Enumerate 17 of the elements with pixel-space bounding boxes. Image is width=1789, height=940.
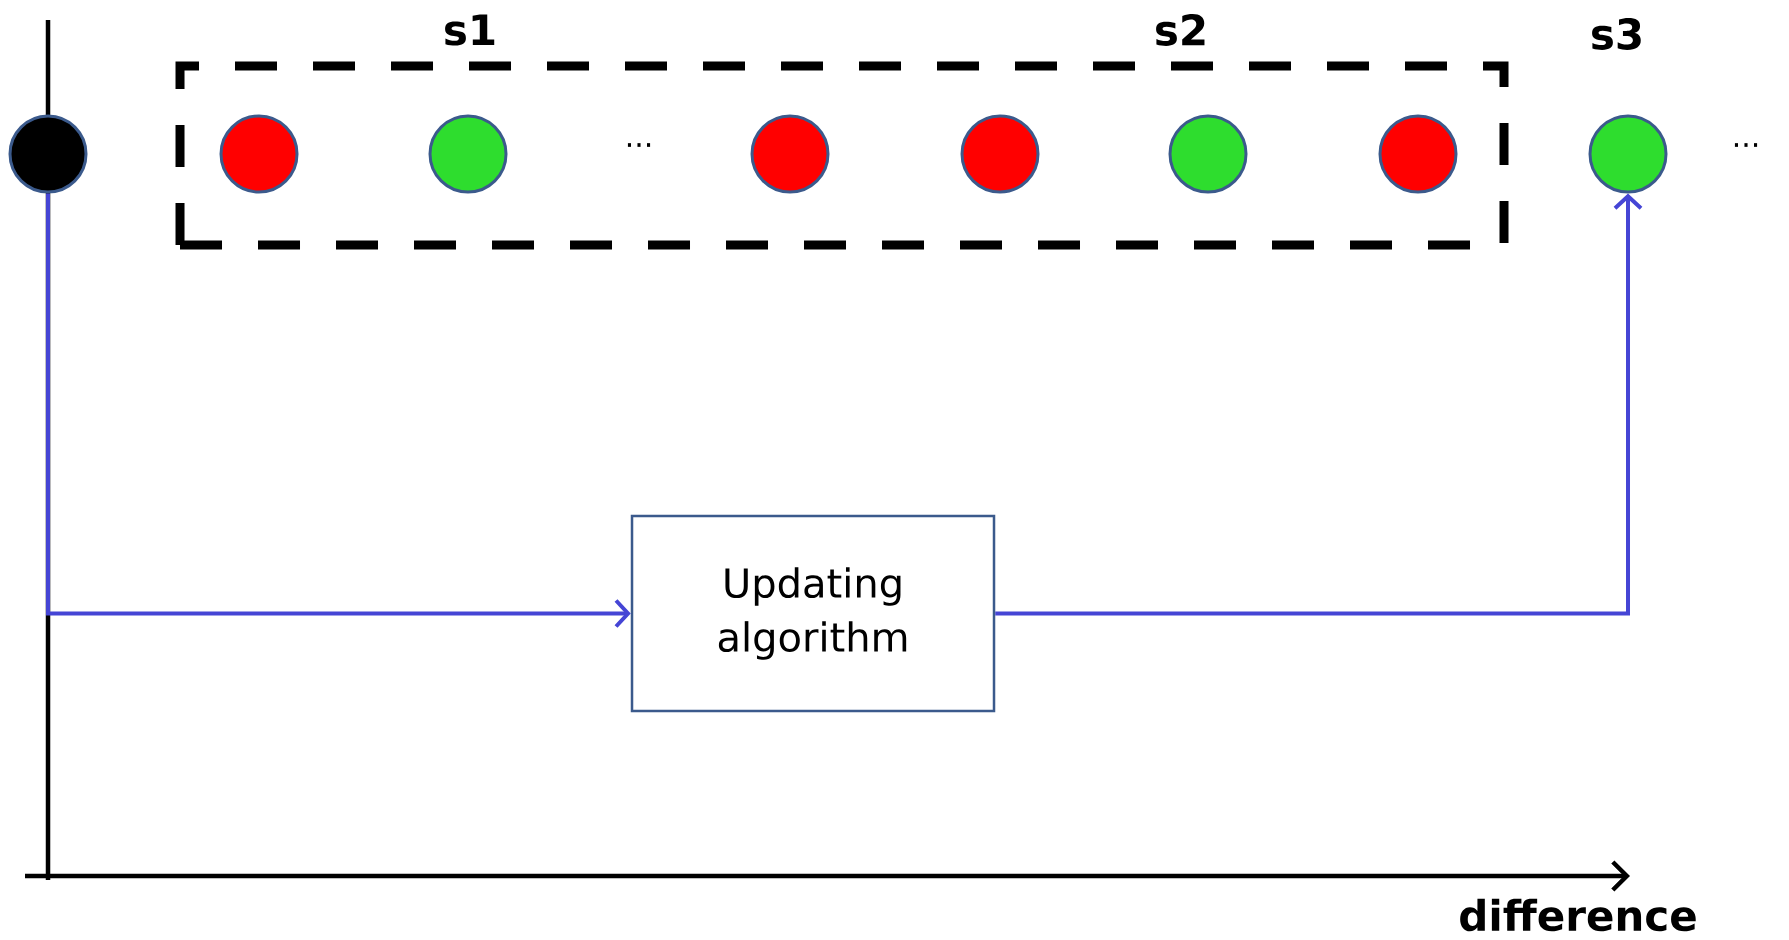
- circle: [1588, 114, 1668, 194]
- circle: [960, 114, 1040, 194]
- arrow: [995, 193, 1643, 616]
- circle: [750, 114, 830, 194]
- circle: [1378, 114, 1458, 194]
- circle: [8, 114, 88, 194]
- process-box: Updating algorithm: [630, 514, 996, 713]
- circle: [428, 114, 508, 194]
- sequence-label: s3: [1592, 18, 1641, 50]
- ellipsis: ...: [627, 143, 651, 147]
- sequence-label: s1: [445, 14, 495, 46]
- sequence-label: s2: [1156, 14, 1205, 46]
- axis-label: difference: [1460, 898, 1696, 932]
- arrow: [46, 193, 631, 628]
- circle: [219, 114, 299, 194]
- circle: [1168, 114, 1248, 194]
- ellipsis: ...: [1734, 143, 1758, 147]
